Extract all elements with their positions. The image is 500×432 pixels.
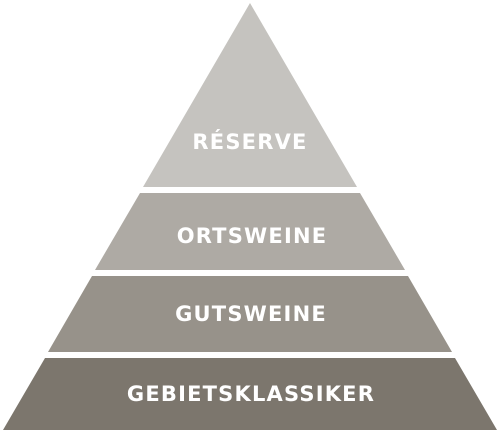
pyramid-tier-reserve [143, 3, 357, 187]
pyramid-tier-ortsweine [95, 193, 405, 270]
pyramid-tier-gebietsklassiker [3, 358, 497, 430]
tier-label-ortsweine: ORTSWEINE [177, 224, 328, 248]
tier-label-gebietsklassiker: GEBIETSKLASSIKER [127, 382, 375, 406]
tier-label-reserve: RÉSERVE [192, 129, 307, 154]
tier-label-gutsweine: GUTSWEINE [175, 302, 327, 326]
pyramid-tier-gutsweine [48, 276, 452, 352]
